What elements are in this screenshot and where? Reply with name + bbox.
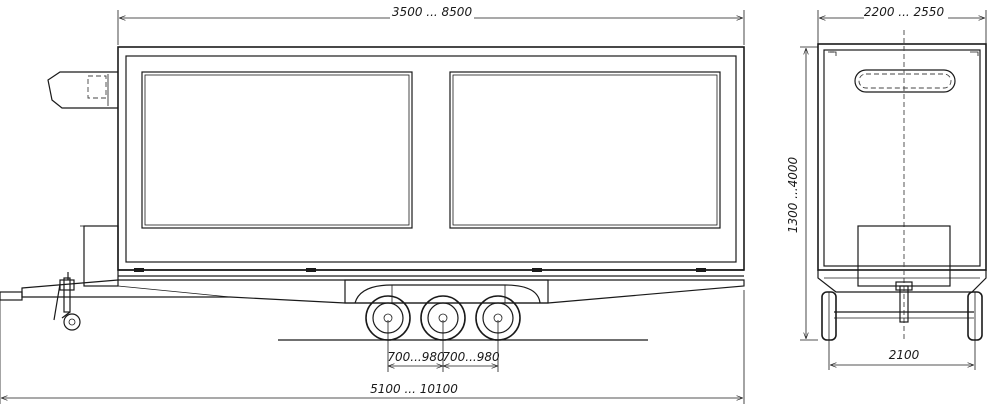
rear-wheel-right (967, 291, 983, 341)
trailer-body (117, 46, 745, 271)
body-length-label: 3500 ... 8500 (392, 5, 473, 19)
jockey-wheel (53, 272, 81, 331)
track-width-label: 2100 (889, 348, 920, 362)
dimension-track-width: 2100 (828, 340, 976, 370)
dimension-body-length: 3500 ... 8500 (117, 5, 745, 45)
body-width-label: 2200 ... 2550 (864, 5, 945, 19)
rear-chassis (817, 270, 987, 323)
rear-body (817, 30, 987, 340)
overall-length-label: 5100 ... 10100 (370, 382, 458, 396)
front-post (80, 225, 119, 287)
dimension-body-height: 1300 ...4000 (786, 46, 818, 341)
dimension-axle-spacing: 700...980 700...980 (387, 320, 500, 372)
rear-wheel-left (821, 291, 837, 341)
body-height-label: 1300 ...4000 (786, 156, 800, 233)
axle-spacing-2-label: 700...980 (442, 350, 500, 364)
front-fairing (47, 71, 118, 109)
rear-view: 2200 ... 2550 1300 ...4000 (786, 5, 987, 370)
dimension-body-width: 2200 ... 2550 (817, 5, 987, 44)
dimension-overall-length: 5100 ... 10100 (0, 290, 745, 404)
axle-spacing-1-label: 700...980 (387, 350, 445, 364)
side-view: 3500 ... 8500 (0, 5, 745, 404)
